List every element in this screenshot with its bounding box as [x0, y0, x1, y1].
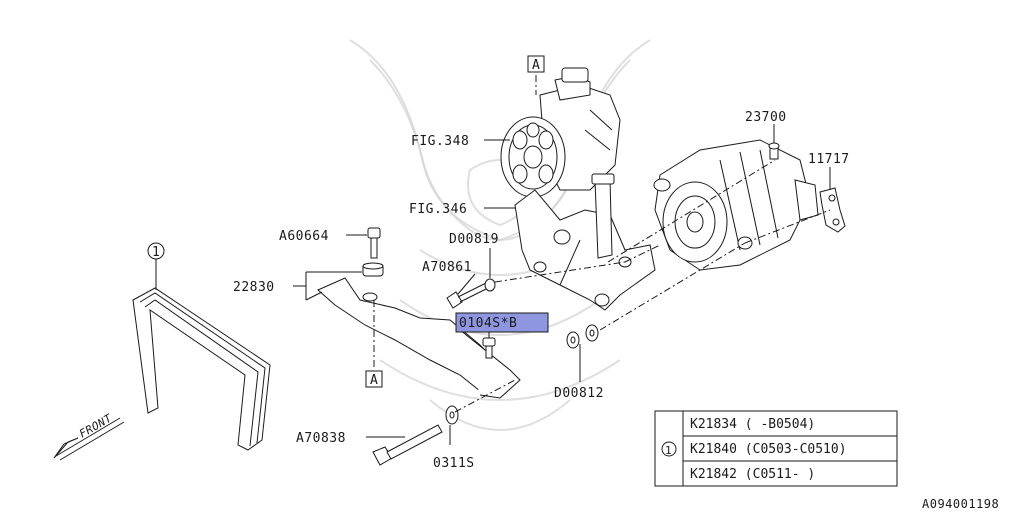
bolt-a70838[interactable] — [372, 424, 443, 466]
ref-a-mid[interactable]: A — [365, 370, 383, 388]
adjuster-bracket[interactable] — [317, 277, 521, 399]
bolt-a70861[interactable] — [446, 282, 489, 309]
callout-23700[interactable]: 23700 — [745, 110, 787, 125]
table-row-3[interactable]: K21842 (C0511- ) — [690, 467, 815, 482]
belt-callout-circle[interactable]: 1 — [147, 242, 165, 260]
diagram-id: A094001198 — [922, 497, 999, 511]
callout-11717[interactable]: 11717 — [808, 152, 850, 167]
callout-a70861[interactable]: A70861 — [422, 260, 472, 275]
pump-bracket[interactable] — [514, 173, 656, 311]
callout-d00812[interactable]: D00812 — [554, 386, 604, 401]
terminal-23700[interactable] — [768, 142, 780, 160]
callout-0104s-highlight[interactable]: 0104S*B — [455, 312, 549, 333]
table-index: 1 — [665, 444, 672, 457]
v-belt[interactable] — [132, 287, 271, 451]
table-row-1[interactable]: K21834 ( -B0504) — [690, 417, 815, 432]
callout-fig348[interactable]: FIG.348 — [411, 134, 469, 149]
ref-a-top[interactable]: A — [527, 55, 545, 73]
callout-fig346[interactable]: FIG.346 — [409, 202, 467, 217]
callout-0311s[interactable]: 0311S — [433, 456, 475, 471]
alternator[interactable] — [653, 139, 819, 271]
callout-22830[interactable]: 22830 — [233, 280, 275, 295]
callout-d00819[interactable]: D00819 — [449, 232, 499, 247]
washer-d00819[interactable] — [484, 278, 496, 292]
front-arrow: FRONT — [53, 411, 125, 461]
belt-callout-number: 1 — [152, 245, 160, 260]
front-label: FRONT — [77, 411, 115, 441]
bushing[interactable] — [362, 262, 384, 277]
ref-a-mid-label: A — [370, 373, 378, 388]
callout-a70838[interactable]: A70838 — [296, 431, 346, 446]
leader-lines — [155, 124, 831, 445]
bolt-0104s[interactable] — [482, 337, 496, 359]
center-lines — [373, 75, 831, 413]
bolt-a60664[interactable] — [367, 227, 381, 259]
ref-a-top-label: A — [532, 58, 540, 73]
power-steering-pump[interactable] — [500, 67, 621, 198]
table-row-2[interactable]: K21840 (C0503-C0510) — [690, 442, 847, 457]
bracket-11717[interactable] — [819, 187, 846, 233]
washer-0311s[interactable] — [445, 405, 459, 425]
callout-0104s[interactable]: 0104S*B — [459, 316, 517, 331]
callout-a60664[interactable]: A60664 — [279, 229, 329, 244]
belt-part-table: 1 K21834 ( -B0504) K21840 (C0503-C0510) … — [654, 410, 898, 487]
washers-d00812[interactable] — [566, 324, 599, 349]
